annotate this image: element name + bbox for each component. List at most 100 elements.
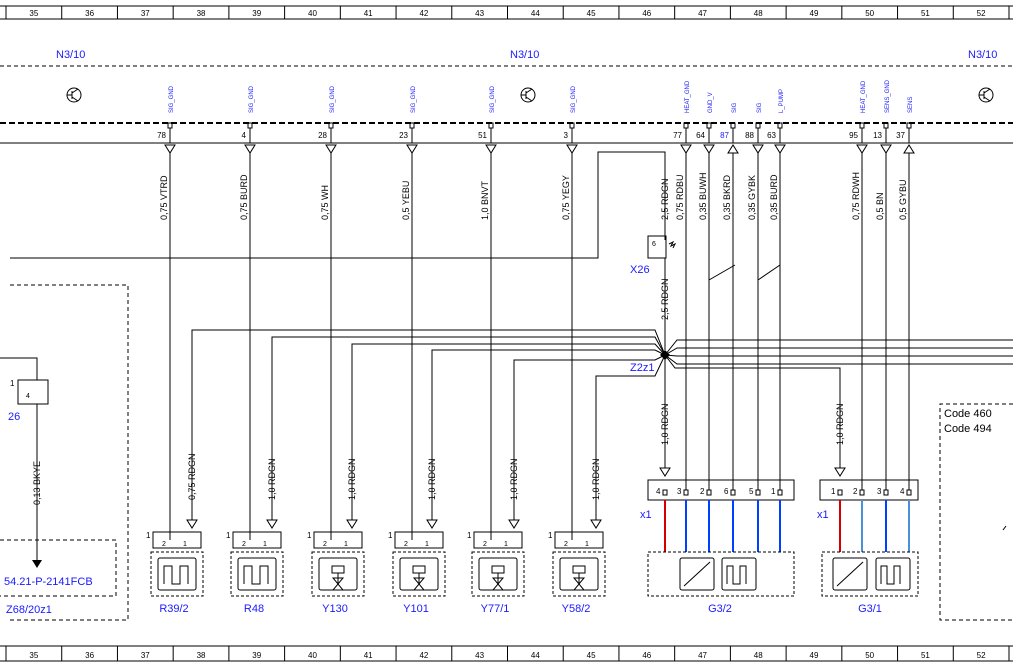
pin-number: 1 — [548, 531, 553, 540]
valve-icon — [572, 583, 586, 591]
valve-icon — [412, 583, 426, 591]
wire-label: 2,5 RDGN — [660, 278, 670, 320]
valve-icon — [331, 577, 345, 585]
component-label: G3/2 — [708, 603, 732, 615]
wire-break — [708, 264, 736, 281]
grid-cell-label: 42 — [419, 651, 428, 660]
wire-path — [351, 343, 666, 520]
connector-label: x1 — [817, 509, 829, 521]
arrow-down-icon — [752, 144, 764, 154]
connector-label: X26 — [630, 264, 650, 276]
grid-cell-label: 36 — [85, 9, 94, 18]
wire-label: 2,5 RDGN — [660, 178, 670, 220]
arrow-down-icon — [508, 519, 520, 529]
grid-cell-label: 52 — [977, 9, 986, 18]
wire-label: 0,35 BURD — [769, 174, 779, 220]
grid-cell-label: 48 — [754, 651, 763, 660]
wire-label: 0,5 YEBU — [401, 181, 411, 220]
arrow-down-icon — [406, 144, 418, 154]
wire-label: 1,0 RDGN — [347, 458, 357, 500]
arrow-down-icon — [880, 144, 892, 154]
pin-number: 28 — [318, 131, 327, 140]
valve-icon — [491, 583, 505, 591]
pin-number: 6 — [724, 487, 729, 496]
wire-label: 1,0 RDGN — [591, 458, 601, 500]
pin-signal-label: SENS — [908, 97, 914, 113]
pin-signal-label: L_PUMP — [779, 89, 785, 113]
grid-cell-label: 44 — [531, 651, 540, 660]
transistor-icon — [525, 96, 533, 102]
pin-number: 1 — [388, 531, 393, 540]
pin-number: 13 — [873, 131, 882, 140]
grid-cell-label: 38 — [197, 9, 206, 18]
sensor-symbol — [721, 557, 757, 591]
pin-number: 78 — [157, 131, 166, 140]
grid-cell-label: 36 — [85, 651, 94, 660]
transistor-icon — [71, 88, 79, 94]
wire-label: 0,75 WH — [320, 185, 330, 220]
component-label: Y130 — [322, 603, 348, 615]
pin-number: 1 — [183, 541, 187, 548]
pin-number: 1 — [771, 487, 776, 496]
arrow-down-icon — [244, 144, 256, 154]
grid-cell-label: 35 — [29, 651, 38, 660]
pin-signal-label: SIG_GND — [411, 85, 417, 113]
dashed-box — [10, 284, 129, 621]
valve-icon — [412, 565, 426, 574]
splice-label: Z2z1 — [630, 362, 654, 374]
wire-label: 0,75 YEGY — [561, 175, 571, 220]
pin-terminal — [730, 489, 736, 496]
grid-cell-label: 38 — [197, 651, 206, 660]
grid-cell-label: 52 — [977, 651, 986, 660]
pin-signal-label: SIG_GND — [330, 85, 336, 113]
component-symbol — [237, 557, 277, 591]
arrow-down-icon — [266, 519, 278, 529]
wire-label: 0,75 VTRD — [159, 175, 169, 220]
wire-label: 1,0 RDGN — [835, 403, 845, 445]
pin-number: 1 — [831, 487, 836, 496]
arrow-up-icon — [903, 144, 915, 154]
pin-number: 4 — [900, 487, 905, 496]
arrow-down-icon — [485, 144, 497, 154]
grid-cell-label: 49 — [810, 651, 819, 660]
heater-icon — [243, 565, 269, 585]
wire-label: 1,0 BNVT — [480, 180, 490, 220]
heater-icon — [880, 565, 901, 585]
arrow-down-icon — [659, 467, 671, 477]
component-body — [552, 551, 606, 597]
grid-cell-label: 37 — [141, 9, 150, 18]
pin-number: 2 — [853, 487, 858, 496]
grid-cell-label: 45 — [587, 651, 596, 660]
module-label: N3/10 — [56, 49, 85, 61]
grid-cell-label: 41 — [364, 9, 373, 18]
grid-cell-label: 42 — [419, 9, 428, 18]
valve-icon — [491, 577, 505, 585]
pin-number: 2 — [242, 541, 246, 548]
arrow-down-icon — [834, 467, 846, 477]
grid-cell-label: 44 — [531, 9, 540, 18]
connector-label: 26 — [8, 411, 20, 423]
pin-terminal — [906, 489, 912, 496]
wire-label: 0,5 BN — [875, 192, 885, 220]
g31-body — [821, 551, 919, 597]
component-label: Y101 — [403, 603, 429, 615]
arrow-down-icon — [325, 144, 337, 154]
wire-path — [595, 354, 666, 520]
grid-cell-label: 47 — [698, 9, 707, 18]
arrow-down-icon — [426, 519, 438, 529]
pin-terminal — [755, 489, 761, 496]
arrow-down-icon — [856, 144, 868, 154]
pin-number: 37 — [896, 131, 905, 140]
component-connector — [232, 531, 282, 549]
code-label: Code 460 — [944, 408, 992, 420]
grid-cell-label: 49 — [810, 9, 819, 18]
pin-number: 64 — [696, 131, 705, 140]
pin-number: 1 — [344, 541, 348, 548]
grid-cell-label: 43 — [475, 651, 484, 660]
pin-number: 2 — [323, 541, 327, 548]
wire-label: 1,0 RDGN — [509, 458, 519, 500]
component-body — [311, 551, 365, 597]
valve-icon — [412, 577, 426, 585]
component-label: Y58/2 — [562, 603, 591, 615]
